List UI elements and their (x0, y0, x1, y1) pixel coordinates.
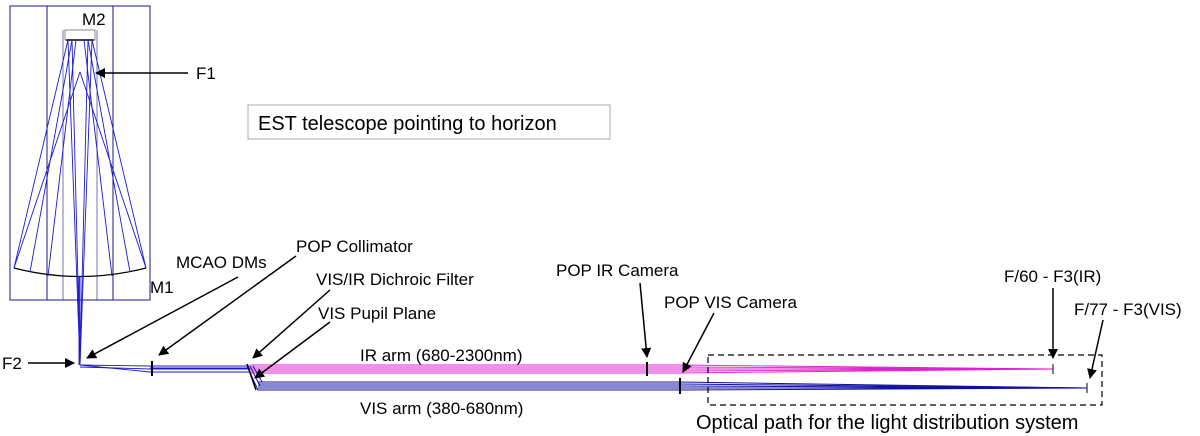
m2-mount (64, 29, 96, 41)
label-mcao: MCAO DMs (176, 253, 267, 272)
dichroic-marker (246, 363, 257, 391)
label-vis-arm: VIS arm (380-680nm) (360, 399, 523, 418)
label-dichroic: VIS/IR Dichroic Filter (316, 270, 474, 289)
label-pop-vis-camera: POP VIS Camera (664, 293, 797, 312)
ir-camera-arrow (639, 282, 652, 358)
label-vis-pupil: VIS Pupil Plane (318, 304, 436, 323)
label-f2: F2 (2, 354, 22, 373)
ir-arm-rays (250, 362, 1054, 376)
label-pop-ir-camera: POP IR Camera (556, 261, 679, 280)
label-pop-collimator: POP Collimator (296, 237, 413, 256)
label-f1: F1 (196, 64, 216, 83)
dichroic-arrow (252, 289, 331, 359)
label-m1: M1 (150, 278, 174, 297)
collimator-arrow (158, 255, 297, 356)
vis-pupil-arrow (254, 321, 331, 379)
m1-mirror (13, 267, 147, 278)
f77-arrow (1087, 319, 1104, 379)
relay-rays (79, 361, 250, 376)
telescope-structure (9, 5, 151, 301)
label-f60: F/60 - F3(IR) (1004, 267, 1101, 286)
label-optical-path: Optical path for the light distribution … (696, 412, 1078, 434)
telescope-rays (13, 39, 147, 366)
vis-arm-rays (246, 363, 1088, 394)
callout-arrows (28, 68, 1104, 379)
vis-camera-arrow (682, 312, 715, 373)
label-m2: M2 (82, 10, 106, 29)
label-f77: F/77 - F3(VIS) (1074, 300, 1182, 319)
telescope-frame (9, 5, 151, 301)
light-distribution-box (707, 354, 1103, 406)
title-box (247, 104, 611, 140)
label-ir-arm: IR arm (680-2300nm) (360, 346, 523, 365)
title-box-text: EST telescope pointing to horizon (258, 113, 557, 135)
mcao-arrow (86, 276, 239, 359)
